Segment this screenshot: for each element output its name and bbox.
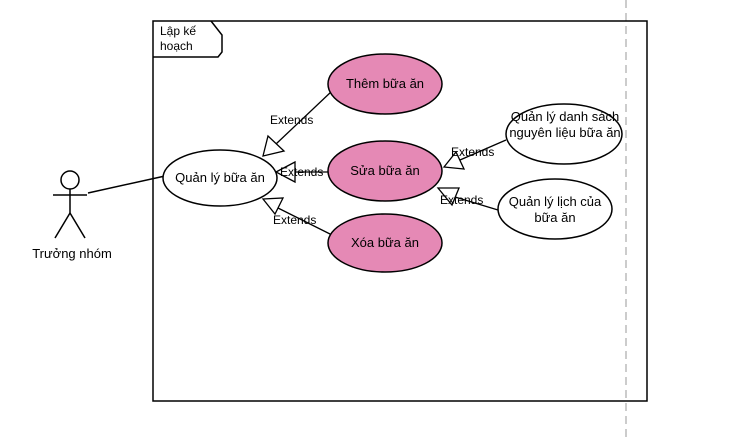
usecase-add-meal-label: Thêm bữa ăn [345, 76, 425, 91]
system-frame [152, 20, 648, 402]
frame-title-tab [153, 20, 223, 58]
extends-label-add: Extends [270, 113, 314, 127]
extends-label-schedule: Extends [440, 193, 484, 207]
extends-edge-ingredients [442, 139, 507, 170]
usecase-manage-meals-label: Quản lý bữa ăn [175, 170, 265, 185]
extends-label-ingredients: Extends [451, 145, 495, 159]
usecase-manage-schedule[interactable] [497, 178, 613, 240]
usecase-add-meal[interactable] [327, 53, 443, 115]
extends-edge-schedule [436, 187, 499, 211]
usecase-delete-meal[interactable] [327, 213, 443, 273]
actor-figure[interactable] [53, 170, 87, 239]
usecase-manage-ingredients[interactable] [505, 103, 623, 165]
extends-label-delete: Extends [273, 213, 317, 227]
usecase-edit-meal-label: Sửa bữa ăn [350, 163, 420, 178]
extends-edge-edit [274, 160, 328, 184]
frame-title: Lập kế hoạch [160, 24, 197, 53]
usecase-manage-meals[interactable] [162, 149, 278, 207]
association-line [87, 175, 166, 194]
extends-edge-delete [261, 197, 333, 236]
actor-name: Trưởng nhóm [32, 246, 112, 261]
extends-label-edit: Extends [280, 165, 324, 179]
usecase-delete-meal-label: Xóa bữa ăn [351, 235, 419, 250]
usecase-manage-ingredients-label: Quản lý danh sách nguyên liệu bữa ăn [509, 109, 621, 140]
usecase-edit-meal[interactable] [327, 140, 443, 202]
extends-edge-add [262, 90, 333, 157]
usecase-manage-schedule-label: Quản lý lịch của bữa ăn [508, 194, 602, 225]
